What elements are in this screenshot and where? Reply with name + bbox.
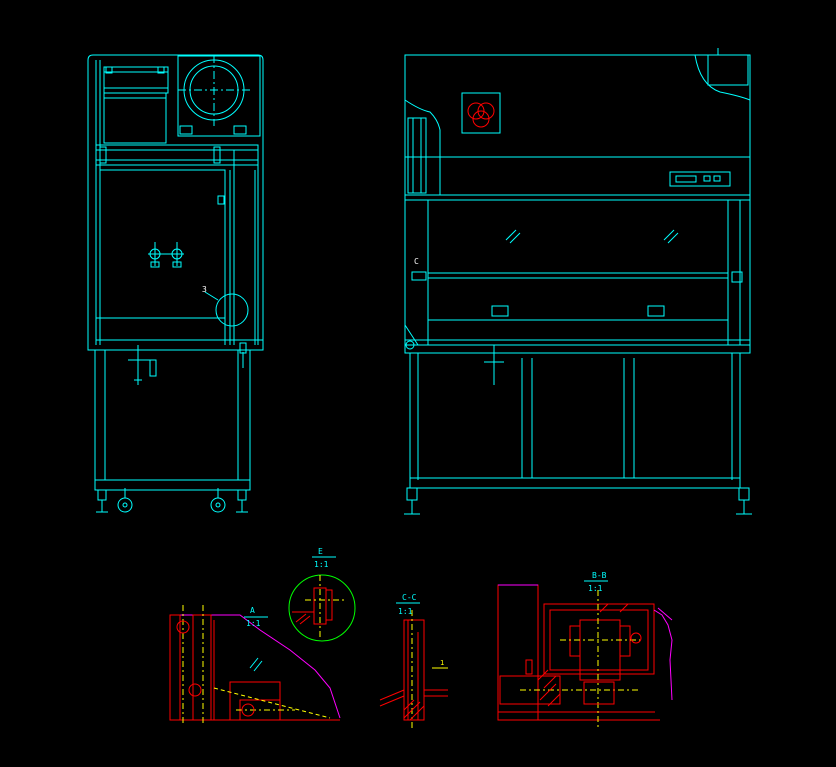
detail-e-scale: 1:1 [314, 560, 329, 569]
caster-left [96, 488, 133, 513]
front-callout-label: C [414, 257, 419, 266]
detail-e-circle [288, 574, 356, 642]
side-callout-circle [215, 293, 249, 327]
fan-housing [177, 55, 261, 137]
detail-a-title: A [250, 606, 255, 615]
section-cc [379, 602, 448, 728]
faucet [128, 345, 157, 385]
detail-a [169, 605, 341, 725]
section-bb-title: B-B [592, 571, 607, 580]
section-cc-scale: 1:1 [398, 607, 413, 616]
front-breakout-left [404, 99, 441, 195]
section-bb-housing [543, 603, 655, 675]
front-stand [409, 352, 741, 489]
front-breakout-right [694, 54, 751, 101]
caster-right [210, 488, 248, 513]
work-chamber [99, 169, 226, 319]
side-stand [94, 349, 251, 491]
detail-a-scale: 1:1 [246, 619, 261, 628]
section-cc-hatch [403, 699, 425, 721]
side-cabinet-outline [87, 54, 264, 351]
section-bb-hatch [537, 603, 629, 707]
front-view [404, 48, 752, 515]
side-callout-label: 3 [202, 285, 207, 294]
detail-e [288, 556, 356, 642]
detail-e-title: E [318, 547, 323, 556]
section-bb-scale: 1:1 [588, 584, 603, 593]
gas-valves [148, 242, 184, 268]
section-cc-title: C-C [402, 593, 417, 602]
section-bb [497, 580, 673, 728]
outlet-left [491, 305, 509, 317]
biohazard-symbol [461, 92, 501, 134]
control-panel [669, 171, 731, 187]
section-cc-marker: 1 [440, 659, 444, 667]
outlet-right [647, 305, 665, 317]
side-view [87, 54, 264, 513]
